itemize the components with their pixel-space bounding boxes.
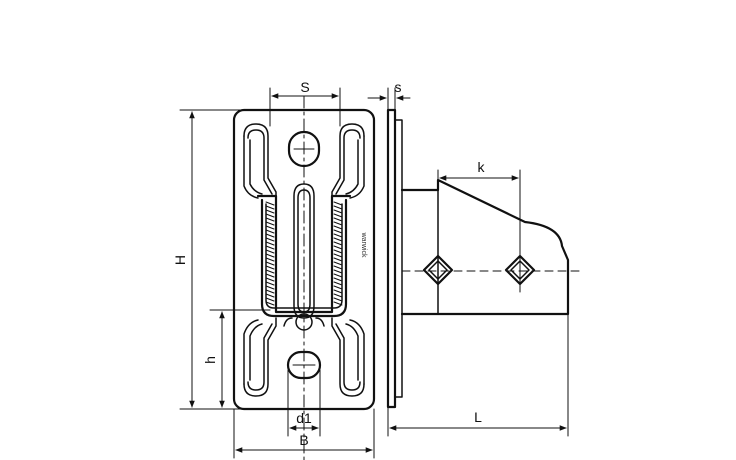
weld-hatch-mark [333,221,343,226]
weld-hatch-mark [265,269,275,274]
weld-hatch-mark [333,297,343,302]
dimension-labels: S s k H h d1 B L [172,79,486,448]
weld-hatch-mark [333,245,343,250]
weld-hatch-mark [265,301,275,306]
weld-hatch-mark [333,273,343,278]
weld-hatch-mark [265,225,275,230]
weld-hatch-mark [333,205,343,210]
weld-hatch-mark [265,221,275,226]
weld-hatch-mark [265,297,275,302]
top-slot-hole [287,130,321,168]
weld-hatch-mark [265,209,275,214]
weld-hatch-mark [333,261,343,266]
weld-hatch-mark [265,289,275,294]
weld-hatch-mark [265,285,275,290]
right-emboss-ribs [331,123,365,397]
weld-hatch-mark [265,245,275,250]
label-h: h [202,356,218,364]
weld-hatch-mark [333,285,343,290]
square-hole-2 [504,169,536,293]
weld-hatch-mark [333,289,343,294]
weld-hatch-mark [333,257,343,262]
side-view [386,108,581,409]
weld-hatch-mark [333,229,343,234]
support-arm [400,178,570,316]
weld-hatch-mark [333,265,343,270]
weld-hatch-mark [333,225,343,230]
weld-hatch-mark [265,261,275,266]
weld-hatch-mark [333,201,343,206]
label-B: B [299,432,308,448]
weld-hatch-mark [265,237,275,242]
weld-hatch-mark [333,249,343,254]
left-emboss-ribs [243,123,277,397]
weld-hatch-mark [333,277,343,282]
weld-hatch-mark [333,301,343,306]
weld-hatch-mark [333,241,343,246]
weld-hatch-mark [333,281,343,286]
weld-hatch-mark [265,213,275,218]
front-view: warwick [232,95,376,460]
weld-hatch-mark [265,241,275,246]
square-hole-1 [422,169,454,293]
weld-hatch-mark [333,213,343,218]
weld-hatch-mark [265,273,275,278]
label-S: S [300,79,309,95]
weld-hatch-mark [265,293,275,298]
weld-hatch-mark [265,281,275,286]
base-plate-outline [232,108,376,411]
center-small-hole [295,313,313,331]
weld-hatch-mark [265,205,275,210]
weld-hatch-mark [265,277,275,282]
weld-hatch-mark [265,249,275,254]
plate-marking: warwick [360,232,367,258]
weld-hatch-mark [333,217,343,222]
weld-hatch-mark [333,269,343,274]
label-H: H [172,255,188,265]
weld-seam [256,194,352,318]
weld-hatch-mark [265,229,275,234]
label-s: s [395,79,402,95]
weld-hatch-mark [265,233,275,238]
weld-hatch-mark [265,217,275,222]
bottom-slot-hole [286,350,322,380]
dimension-lines [179,87,569,459]
weld-hatch-mark [333,253,343,258]
weld-hatch-mark [333,209,343,214]
weld-hatch-mark [265,253,275,258]
weld-hatch-mark [333,293,343,298]
label-d1: d1 [296,410,312,426]
label-L: L [474,409,482,425]
weld-hatch-mark [333,233,343,238]
weld-hatch-mark [265,201,275,206]
weld-hatch-mark [265,257,275,262]
label-k: k [478,159,486,175]
weld-hatch-mark [333,237,343,242]
weld-hatch-mark [265,265,275,270]
side-plate [386,108,397,409]
